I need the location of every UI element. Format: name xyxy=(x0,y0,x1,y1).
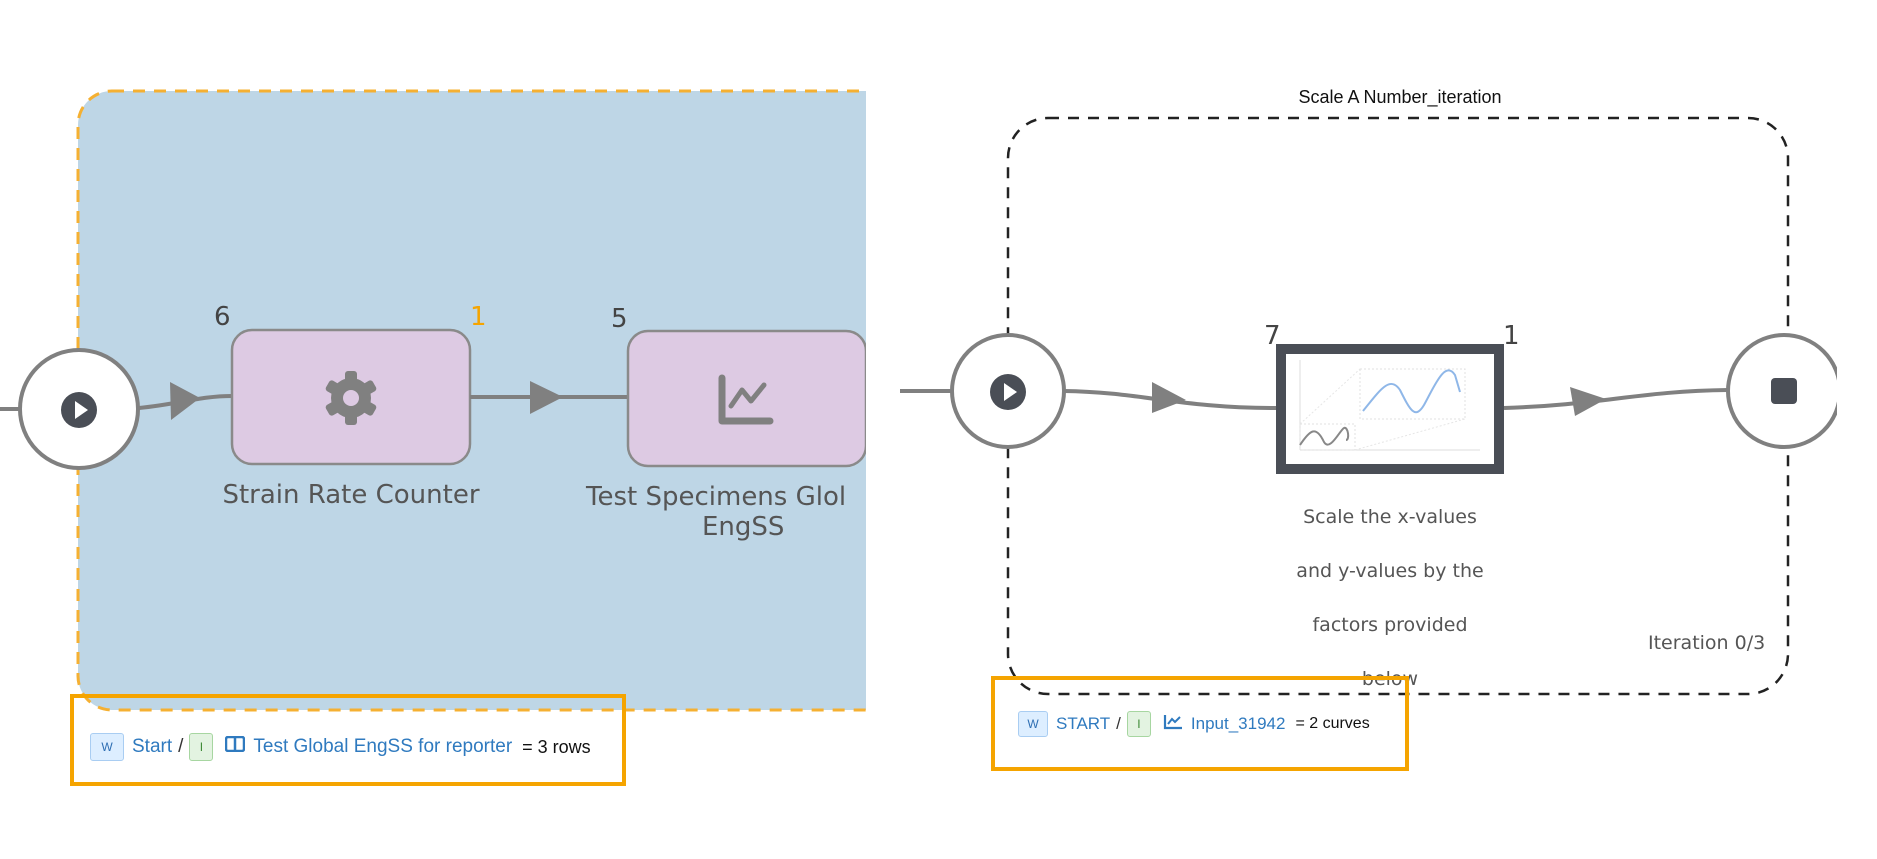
line-chart-icon xyxy=(718,374,774,425)
scale-chart-icon xyxy=(1299,360,1480,451)
breadcrumb-right: W START / I Input_31942 = 2 curves xyxy=(1018,711,1370,737)
node-label-test-specimens-clip: Test Specimens Glol EngSS xyxy=(560,482,866,552)
play-icon-triangle xyxy=(75,401,88,419)
strain-out-count: 1 xyxy=(470,302,487,332)
input-badge: I xyxy=(1126,711,1151,737)
iteration-counter: Iteration 0/3 xyxy=(1648,632,1766,654)
node-label-strain-rate-counter: Strain Rate Counter xyxy=(222,480,480,510)
scale-desc-line3: factors provided xyxy=(1312,614,1468,636)
stop-icon xyxy=(1771,378,1797,404)
scale-desc-line2: and y-values by the xyxy=(1296,560,1484,582)
highlight-box-left xyxy=(70,694,626,786)
specimens-in-count: 5 xyxy=(611,304,628,334)
result-count: = 2 curves xyxy=(1295,715,1370,732)
workflow-link[interactable]: Start xyxy=(132,736,173,757)
node-label-test-specimens-line1: Test Specimens Glol xyxy=(586,482,847,512)
table-icon xyxy=(225,735,246,758)
line-chart-icon xyxy=(1163,714,1183,735)
breadcrumb-left: W Start / I Test Global EngSS for report… xyxy=(90,733,591,761)
node-label-test-specimens-line2: EngSS xyxy=(702,512,785,542)
arrowhead xyxy=(530,381,563,414)
scale-out-count: 1 xyxy=(1503,321,1520,351)
workflow-badge: W xyxy=(1018,711,1048,737)
input-badge: I xyxy=(189,733,214,761)
edge-scale-to-end xyxy=(1503,388,1729,410)
play-icon-triangle xyxy=(1004,383,1017,401)
breadcrumb-separator: / xyxy=(178,736,184,757)
workflow-badge: W xyxy=(90,733,124,761)
gear-icon xyxy=(325,371,377,425)
workflow-link[interactable]: START xyxy=(1056,714,1111,733)
item-link[interactable]: Test Global EngSS for reporter xyxy=(253,736,513,757)
result-count: = 3 rows xyxy=(522,736,591,757)
item-link[interactable]: Input_31942 xyxy=(1190,714,1286,733)
highlight-box-right xyxy=(991,676,1409,771)
arrowhead xyxy=(1570,387,1606,416)
scale-in-count: 7 xyxy=(1264,321,1281,351)
strain-in-count: 6 xyxy=(214,302,231,332)
node-scale[interactable] xyxy=(1276,344,1504,474)
arrowhead xyxy=(1152,382,1186,413)
arrowhead xyxy=(170,382,200,420)
loop-title: Scale A Number_iteration xyxy=(1298,87,1502,107)
scale-desc-line1: Scale the x-values xyxy=(1303,506,1477,528)
breadcrumb-separator: / xyxy=(1116,714,1121,733)
